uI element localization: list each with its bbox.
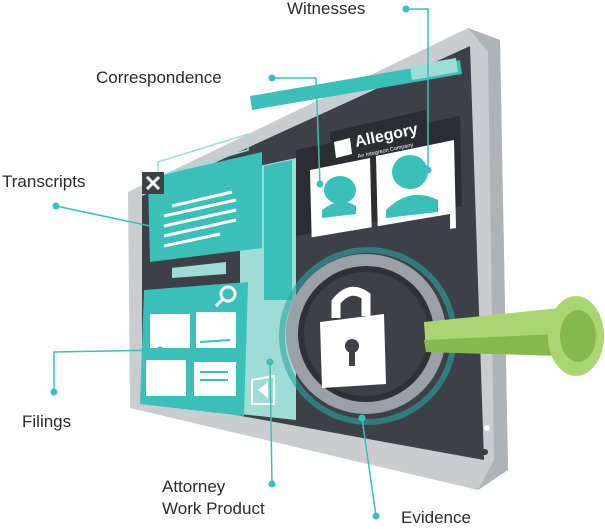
screen-header-bar-light — [410, 58, 458, 80]
close-icon[interactable] — [145, 175, 161, 191]
person-icon — [322, 176, 356, 218]
label-transcripts: Transcripts — [2, 172, 86, 191]
frame-button — [484, 425, 490, 431]
screen-header-bar — [250, 60, 462, 110]
brand-box — [330, 110, 428, 162]
brand-logo-mark — [334, 138, 352, 158]
transcripts-footer-bar — [172, 262, 226, 278]
person-icon — [386, 155, 438, 218]
callout-leaders — [53, 8, 429, 517]
middle-panel-dark — [264, 160, 292, 300]
filings-card — [146, 360, 186, 396]
label-evidence: Evidence — [401, 508, 471, 527]
padlock-icon — [320, 286, 386, 388]
back-arrow-icon — [251, 374, 275, 405]
label-witnesses: Witnesses — [287, 0, 366, 18]
label-correspondence: Correspondence — [96, 68, 222, 87]
transcript-text-lines — [163, 190, 237, 248]
transcripts-window-ghost — [157, 132, 249, 177]
tablet-frame-edge — [468, 28, 508, 490]
label-attorney-work-product: Attorney Work Product — [162, 477, 265, 518]
frame-button — [482, 449, 488, 455]
search-icon[interactable] — [214, 285, 237, 308]
label-filings: Filings — [22, 412, 72, 431]
filings-card — [150, 314, 190, 348]
filings-card-lines — [199, 339, 231, 381]
callout-dots — [50, 5, 432, 520]
